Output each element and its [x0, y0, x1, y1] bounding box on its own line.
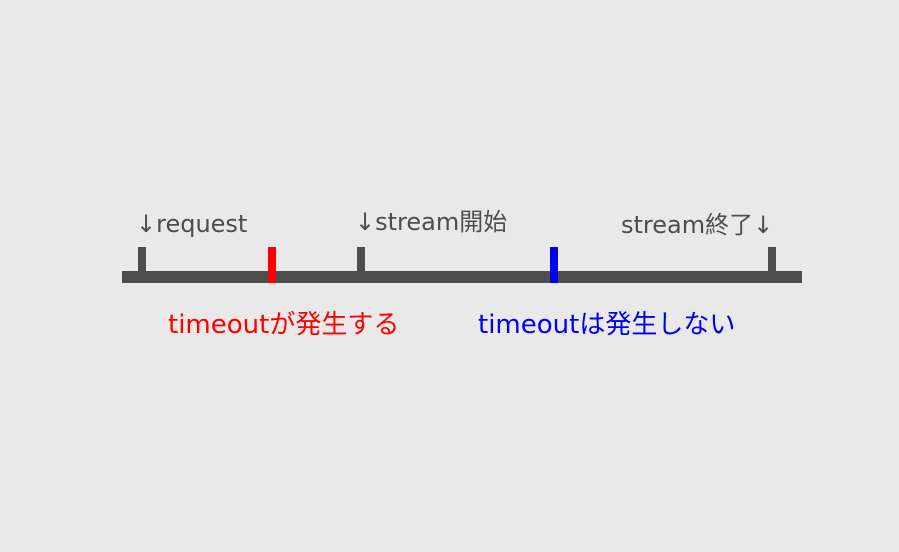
timeout-occurs-tick — [268, 247, 276, 283]
request-label: ↓request — [136, 210, 248, 238]
stream-start-label: ↓stream開始 — [355, 208, 508, 236]
timeline-bar — [122, 271, 802, 283]
timeout-none-annotation: timeoutは発生しない — [478, 310, 736, 340]
stream-end-label: stream終了↓ — [621, 211, 774, 239]
stream-start-tick — [357, 247, 365, 283]
request-tick — [138, 247, 146, 283]
stream-end-tick — [768, 247, 776, 283]
timeout-occurs-annotation: timeoutが発生する — [168, 310, 400, 340]
no-timeout-tick — [550, 247, 558, 283]
